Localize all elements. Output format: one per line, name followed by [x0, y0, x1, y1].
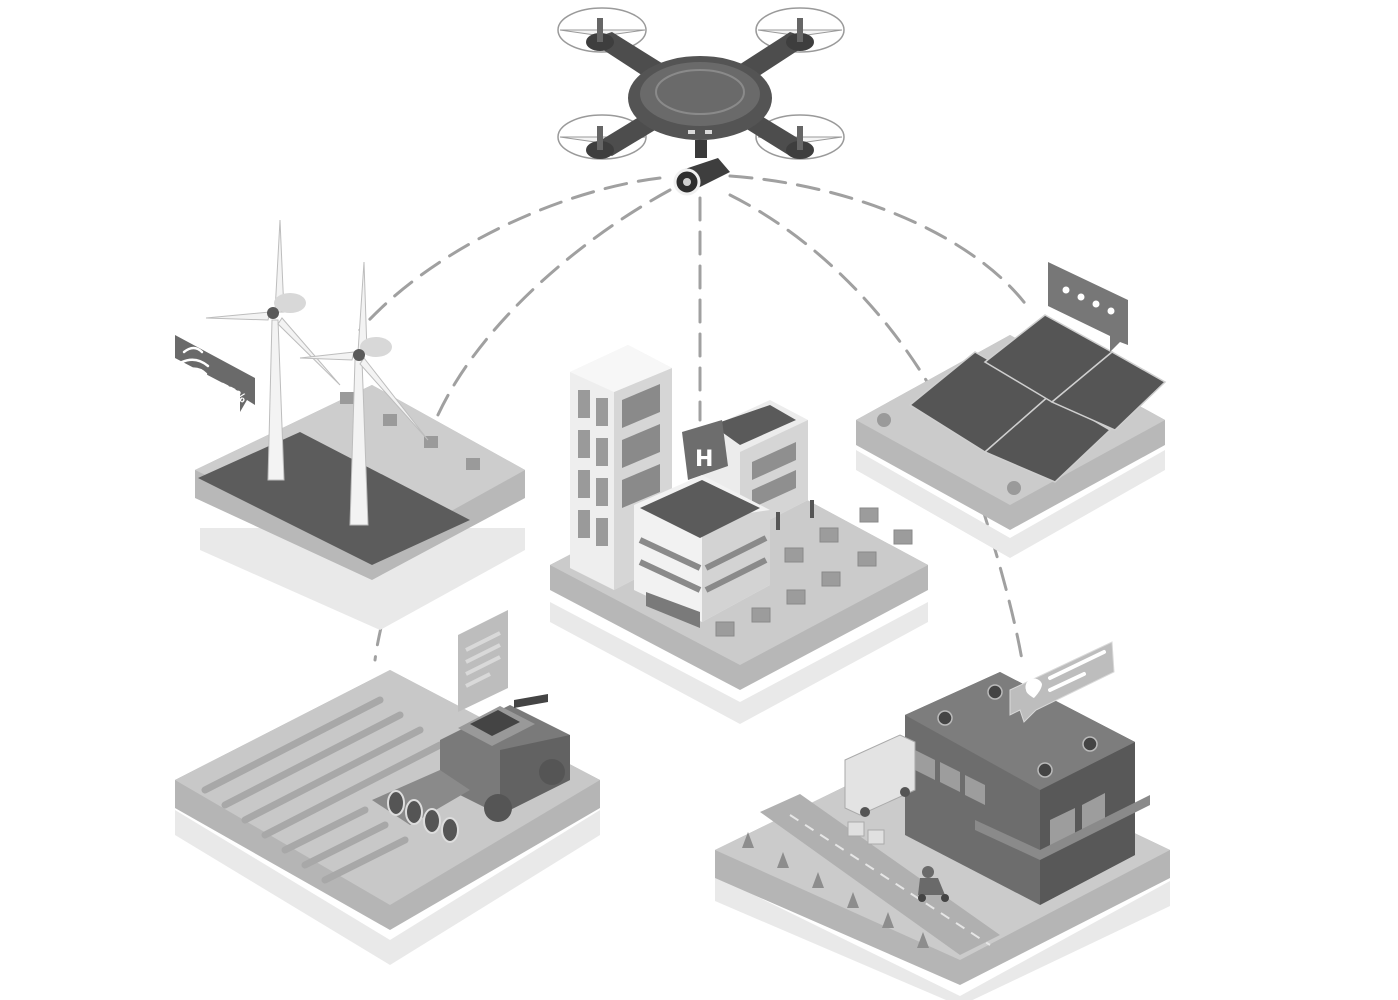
hospital-icon: H — [695, 447, 713, 472]
chat-bubble-icon — [1062, 286, 1115, 315]
city-tile: H — [550, 345, 928, 724]
crop-rows — [201, 696, 444, 884]
chat-bubble-sign — [1048, 262, 1128, 352]
solar-panels — [908, 314, 1167, 483]
office-building-front — [634, 475, 770, 628]
wind-gauge-sign: 75% — [175, 335, 255, 412]
solar-farm-tile — [856, 262, 1167, 558]
wind-turbine — [299, 261, 429, 526]
combine-harvester — [372, 694, 570, 843]
scooter-courier — [918, 866, 949, 902]
hospital-sign: H — [682, 420, 728, 480]
farm-tile — [175, 610, 600, 965]
warehouse-building — [905, 672, 1150, 905]
link-to-wind-farm — [358, 176, 662, 332]
location-pin-icon — [1025, 678, 1042, 698]
location-sign — [1009, 641, 1115, 723]
delivery-truck — [844, 734, 916, 817]
wind-icon — [180, 346, 210, 376]
wind-turbine — [205, 219, 341, 481]
street-trees — [742, 832, 929, 948]
logistics-tile — [715, 641, 1170, 1000]
city-trees — [715, 507, 913, 637]
wind-farm-tile: 75% — [175, 219, 525, 630]
drone-icon — [557, 7, 845, 196]
report-sign — [458, 610, 508, 712]
link-to-solar — [728, 174, 1032, 312]
